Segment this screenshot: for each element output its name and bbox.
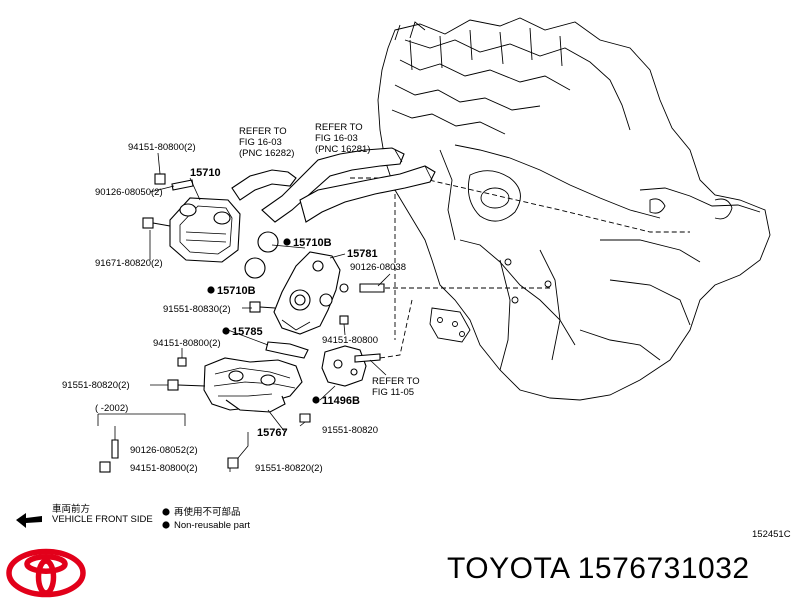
year-range-bracket: ( -2002) (95, 403, 128, 414)
part-label-91551-80820-single: 91551-80820 (322, 425, 378, 436)
nonreuse-label-jp: 再使用不可部品 (174, 506, 241, 518)
vehicle-front-label-en: VEHICLE FRONT SIDE (52, 514, 153, 525)
leader-lines (97, 152, 391, 472)
engine-block-outline (377, 17, 771, 401)
part-label-15710B-lower: 15710B (217, 285, 256, 297)
coolant-hoses (231, 147, 436, 223)
part-label-91671: 91671-80820(2) (95, 258, 163, 269)
part-label-91551-80830: 91551-80830(2) (163, 304, 231, 315)
nonreusable-legend-icon (162, 508, 170, 516)
part-label-90126-08038: 90126-08038 (350, 262, 406, 273)
nonreuse-label-en: Non-reusable part (174, 520, 250, 531)
part-label-90126-08050: 90126-08050(2) (95, 187, 163, 198)
part-label-94151-80800: 94151-80800 (322, 335, 378, 346)
toyota-logo-icon (6, 548, 86, 598)
nonreusable-marker (207, 286, 215, 294)
refer-note-3-line1: REFER TO (372, 376, 420, 387)
refer-note-2-line1: REFER TO (315, 122, 363, 133)
o-rings (244, 231, 279, 279)
part-label-91551-80820-bottom: 91551-80820(2) (255, 463, 323, 474)
refer-note-2-line3: (PNC 16281) (315, 144, 370, 155)
legend: 車両前方 VEHICLE FRONT SIDE 再使用不可部品 Non-reus… (16, 503, 250, 531)
part-label-94151-top: 94151-80800(2) (128, 142, 196, 153)
plate-11496B (321, 345, 367, 387)
reference-dashed-lines (350, 177, 690, 359)
cooler-housing-15781 (273, 251, 349, 335)
refer-notes: REFER TO FIG 16-03 (PNC 16282) REFER TO … (239, 122, 420, 398)
part-label-11496B: 11496B (322, 395, 360, 407)
egr-cooler-15767 (203, 357, 303, 413)
gasket-15785 (265, 341, 309, 359)
fasteners (99, 173, 385, 473)
part-label-90126-08052: 90126-08052(2) (130, 445, 198, 456)
brand-caption: TOYOTA 1576731032 (447, 552, 750, 585)
part-label-15710B-upper: 15710B (293, 237, 332, 249)
nonreusable-legend-icon (162, 521, 170, 529)
nonreusable-marker (283, 238, 291, 246)
nonreusable-marker (312, 396, 320, 404)
part-label-94151-mid: 94151-80800(2) (153, 338, 221, 349)
refer-note-1-line3: (PNC 16282) (239, 148, 294, 159)
vehicle-front-label-jp: 車両前方 (52, 503, 90, 515)
part-label-91551-80820-left: 91551-80820(2) (62, 380, 130, 391)
refer-note-3-line2: FIG 11-05 (372, 387, 414, 398)
part-label-15767: 15767 (257, 427, 288, 439)
refer-note-1-line2: FIG 16-03 (239, 137, 282, 148)
part-label-15710: 15710 (190, 167, 221, 179)
refer-note-2-line2: FIG 16-03 (315, 133, 358, 144)
part-label-15785: 15785 (232, 326, 263, 338)
part-label-94151-bottom: 94151-80800(2) (130, 463, 198, 474)
refer-note-1-line1: REFER TO (239, 126, 287, 137)
diagram-code: 152451C (752, 529, 791, 540)
vehicle-front-arrow-icon (16, 513, 42, 528)
part-labels: 94151-80800(2) 15710 90126-08050(2) 9167… (62, 142, 406, 474)
nonreusable-marker (222, 327, 230, 335)
part-label-15781: 15781 (347, 248, 378, 260)
oil-cooler-15710 (169, 197, 241, 263)
